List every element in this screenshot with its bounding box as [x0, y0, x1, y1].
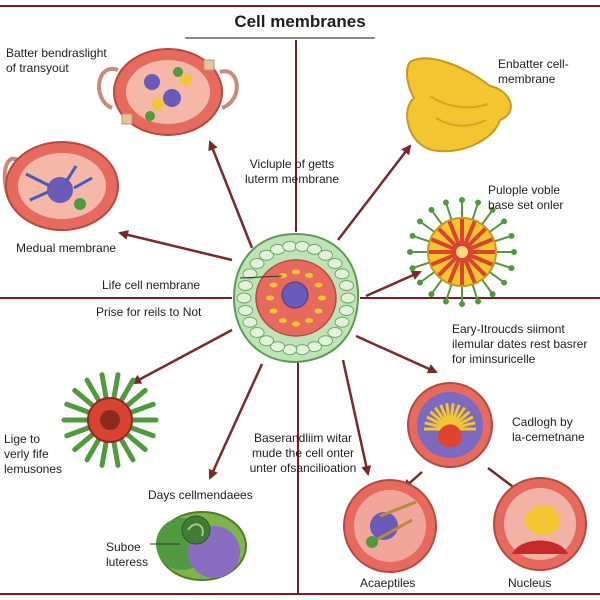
arrow-medual: [118, 230, 233, 262]
cell-illustration-suboe: [156, 511, 247, 581]
label-top-right: Enbatter cell- membrane: [498, 57, 569, 86]
label-center-lower: Baserandliim witar mude the cell onter u…: [249, 431, 357, 475]
cell-illustration-top-right: [406, 57, 512, 153]
arrow-right-lower: [355, 334, 438, 374]
label-top-left: Batter bendraslight of transyout: [6, 46, 107, 75]
cell-illustration-starburst: [407, 197, 517, 307]
label-aceptiles: Acaeptiles: [360, 576, 416, 590]
cell-illustration-aceptiles: [343, 479, 437, 573]
label-days: Days cellmendaees: [148, 488, 253, 502]
label-nucleus: Nucleus: [508, 576, 552, 590]
label-right-mid: Pulople voble base set onler: [488, 183, 564, 212]
label-right-lower: Eary-Itroucds siimont ilemular dates res…: [452, 322, 588, 366]
frame-lines: [0, 5, 600, 595]
cell-illustration-left-lower: [61, 372, 159, 468]
arrow-aceptiles: [341, 359, 372, 476]
cell-illustration-medual: [2, 141, 119, 231]
label-suboe: Suboe luteress: [106, 540, 149, 569]
arrow-left-lower: [131, 328, 233, 385]
label-pointers: [150, 275, 283, 545]
label-center-top: Vicluple of getts luterm membrane: [244, 157, 340, 186]
cell-illustration-top-left: [97, 48, 239, 136]
diagram-title: Cell membranes: [234, 12, 366, 31]
label-life-cell: Life cell nembrane: [102, 278, 201, 292]
arrow-top-left: [208, 140, 254, 249]
label-medual: Medual membrane: [16, 241, 117, 255]
arrow-center-down: [208, 363, 264, 480]
arrows: [118, 140, 522, 494]
cell-illustration-nucleus: [493, 477, 587, 571]
label-left-lower: Lige to verly fife lemusones: [4, 432, 63, 476]
cell-illustration-cadlogh: [407, 382, 493, 468]
arrow-right-mid: [365, 270, 422, 298]
label-cadlogh: Cadlogh by la-cemetnane: [512, 415, 585, 444]
arrow-top-right: [337, 144, 412, 241]
central-cell: [232, 232, 360, 364]
label-prise: Prise for reils to Not: [96, 305, 202, 319]
